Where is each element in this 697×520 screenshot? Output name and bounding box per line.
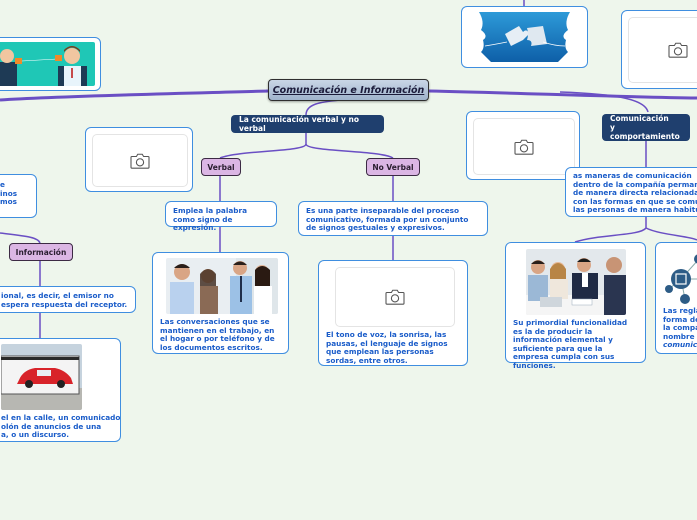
image-card-tin-can bbox=[0, 37, 101, 91]
card-comportamiento-funcionalidad[interactable]: Su primordial funcionalidad es la de pro… bbox=[505, 242, 646, 370]
topic-label: Verbal bbox=[207, 162, 235, 172]
text-line: el en la calle, un comunicado bbox=[1, 413, 121, 422]
text-line: la compa bbox=[663, 323, 697, 333]
people-talking-photo bbox=[166, 258, 278, 314]
branch-comport bbox=[559, 91, 649, 113]
text-line: as maneras de comunicación bbox=[573, 171, 692, 180]
card-informacion-example[interactable]: el en la calle, un comunicado olón de an… bbox=[0, 338, 121, 442]
image-placeholder bbox=[335, 267, 455, 327]
camera-icon bbox=[385, 289, 405, 305]
topic-verbal-no-verbal[interactable]: La comunicación verbal y no verbal bbox=[231, 115, 384, 133]
branch-verbal bbox=[219, 133, 307, 159]
image-card-top-right bbox=[621, 10, 697, 89]
topic-label-line1: Comunicación bbox=[610, 114, 669, 123]
card-text: Es una parte inseparable del proceso com… bbox=[306, 206, 469, 233]
topic-label: No Verbal bbox=[372, 162, 414, 172]
billboard-car-photo bbox=[1, 344, 82, 410]
informacion-in bbox=[0, 232, 41, 244]
text-line: forma de bbox=[663, 314, 697, 324]
text-line: e bbox=[0, 180, 5, 189]
tin-can-phone-illustration bbox=[0, 42, 95, 86]
camera-icon bbox=[130, 153, 150, 169]
text-line: dentro de la compañía permane bbox=[573, 179, 697, 189]
card-text: Emplea la palabra como signo de expresió… bbox=[173, 206, 248, 233]
text-line: inos bbox=[0, 188, 18, 198]
main-branch-right bbox=[428, 89, 697, 100]
network-diagram-icon bbox=[665, 254, 697, 304]
text-line: ional, es decir, el emisor no bbox=[1, 291, 114, 300]
topic-informacion[interactable]: Información bbox=[9, 243, 73, 261]
text-line: espera respuesta del receptor. bbox=[1, 299, 128, 309]
camera-icon bbox=[514, 139, 534, 155]
card-partial-left[interactable]: e inos mos bbox=[0, 174, 37, 218]
card-verbal-example[interactable]: Las conversaciones que se mantienen en e… bbox=[152, 252, 289, 354]
topic-comunicacion-comportamiento[interactable]: Comunicación y comportamiento bbox=[602, 114, 690, 141]
card-comportamiento-description[interactable]: as maneras de comunicación dentro de la … bbox=[565, 167, 697, 217]
image-card-center-right bbox=[466, 111, 580, 180]
text-line: las personas de manera habitua bbox=[573, 205, 697, 215]
text-line: mos bbox=[0, 197, 17, 207]
card-informacion-description[interactable]: ional, es decir, el emisor no espera res… bbox=[0, 286, 136, 313]
topic-verbal[interactable]: Verbal bbox=[201, 158, 241, 176]
topic-label: Información bbox=[15, 247, 67, 257]
main-branch-left bbox=[0, 89, 269, 102]
image-card-puzzle bbox=[461, 6, 588, 68]
branch-noverbal bbox=[305, 143, 394, 159]
image-placeholder bbox=[473, 118, 575, 175]
card-no-verbal-example[interactable]: El tono de voz, la sonrisa, las pausas, … bbox=[318, 260, 468, 366]
card-text: Su primordial funcionalidad es la de pro… bbox=[513, 318, 628, 370]
branch-verbal-root bbox=[305, 99, 341, 116]
image-placeholder bbox=[628, 17, 697, 83]
topic-label-line2: y comportamiento bbox=[610, 123, 680, 141]
text-line: con las formas en que se comun bbox=[573, 196, 697, 206]
card-verbal-description[interactable]: Emplea la palabra como signo de expresió… bbox=[165, 201, 277, 232]
text-line: comunic bbox=[663, 340, 697, 350]
comport-children bbox=[574, 217, 697, 243]
card-text: El tono de voz, la sonrisa, las pausas, … bbox=[326, 330, 448, 365]
card-no-verbal-description[interactable]: Es una parte inseparable del proceso com… bbox=[298, 201, 488, 236]
image-card-left bbox=[85, 127, 193, 192]
root-topic[interactable]: Comunicación e Información bbox=[268, 79, 429, 101]
puzzle-faces-illustration bbox=[467, 12, 582, 62]
topic-no-verbal[interactable]: No Verbal bbox=[366, 158, 420, 176]
text-line: nombre d bbox=[663, 331, 697, 341]
card-comportamiento-reglas[interactable]: Las regla forma de la compa nombre d com… bbox=[655, 242, 697, 354]
card-text: Las conversaciones que se mantienen en e… bbox=[160, 317, 275, 352]
text-line: a, o un discurso. bbox=[1, 430, 70, 440]
topic-label: La comunicación verbal y no verbal bbox=[239, 115, 360, 133]
text-line: olón de anuncios de una bbox=[1, 421, 102, 431]
root-topic-label: Comunicación e Información bbox=[272, 84, 425, 96]
image-placeholder bbox=[92, 134, 188, 187]
text-line: Las regla bbox=[663, 306, 697, 315]
business-meeting-photo bbox=[526, 249, 626, 315]
text-line: de manera directa relacionadas bbox=[573, 188, 697, 198]
camera-icon bbox=[668, 42, 688, 58]
